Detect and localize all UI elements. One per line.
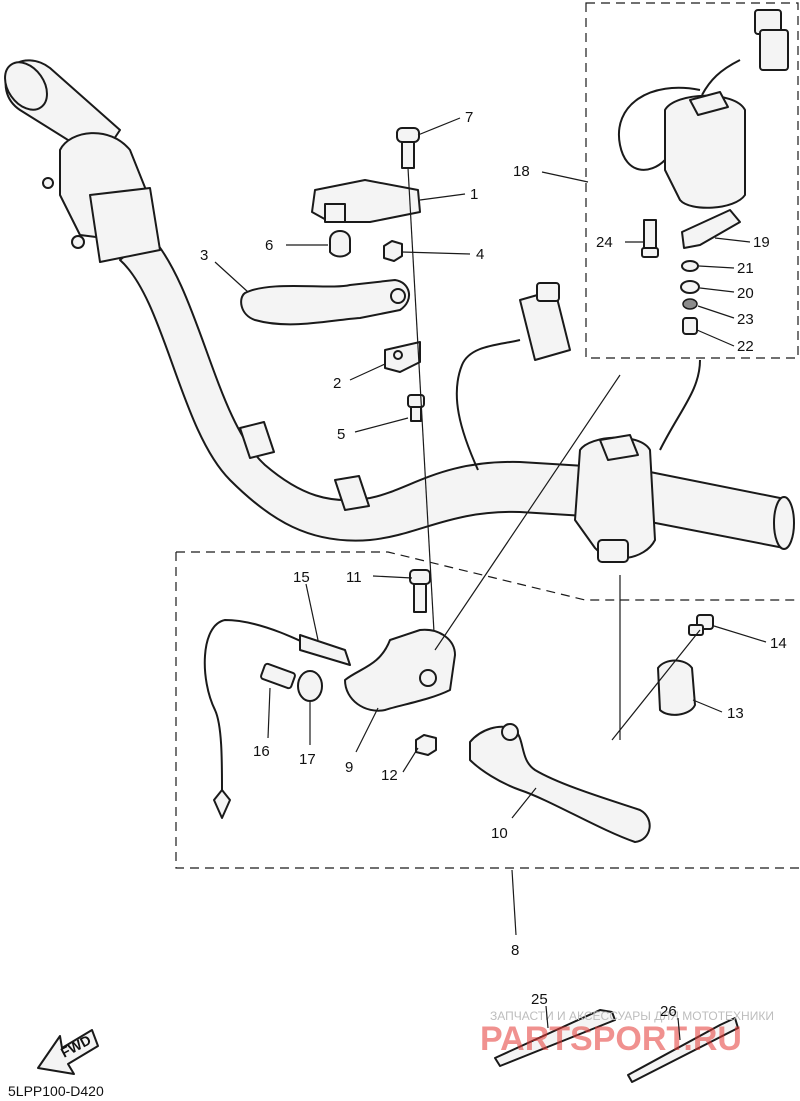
cable-15 <box>203 618 351 819</box>
callout-7: 7 <box>465 109 473 126</box>
inset-lever-box-top <box>176 551 800 601</box>
lever-holder-9 <box>344 628 456 712</box>
callout-22: 22 <box>737 338 754 355</box>
callout-26: 26 <box>660 1003 677 1020</box>
screw-22 <box>682 317 698 335</box>
callout-6: 6 <box>265 237 273 254</box>
clutch-lever-10 <box>469 723 651 843</box>
callout-14: 14 <box>770 635 787 652</box>
callout-2: 2 <box>333 375 341 392</box>
screw-5 <box>407 394 425 422</box>
cap-6 <box>329 230 351 258</box>
callout-12: 12 <box>381 767 398 784</box>
callout-13: 13 <box>727 705 744 722</box>
bolt-11 <box>409 569 431 613</box>
inset-switch-box <box>585 2 799 359</box>
washer-21 <box>681 260 699 272</box>
bracket-2 <box>384 341 421 373</box>
guide-line-a <box>434 374 621 651</box>
callout-8: 8 <box>511 942 519 959</box>
callout-1: 1 <box>470 186 478 203</box>
callout-16: 16 <box>253 743 270 760</box>
callouts: 7 1 6 4 3 2 5 18 24 19 21 20 23 22 11 15 <box>200 109 787 1041</box>
lever-3 <box>240 279 410 326</box>
bolt-14 <box>688 614 714 636</box>
guide-line-b <box>611 629 701 741</box>
watermark-caption: ЗАПЧАСТИ И АКСЕССУАРЫ ДЛЯ МОТОТЕХНИКИ <box>490 1009 774 1023</box>
holder-1 <box>311 179 421 223</box>
watermark: ЗАПЧАСТИ И АКСЕССУАРЫ ДЛЯ МОТОТЕХНИКИ PA… <box>480 1009 774 1058</box>
callout-10: 10 <box>491 825 508 842</box>
right-grip <box>639 469 795 550</box>
handlebar <box>119 234 651 542</box>
callout-11: 11 <box>346 569 362 586</box>
callout-4: 4 <box>476 246 484 263</box>
washer-23 <box>682 298 698 310</box>
bolt-7 <box>396 127 420 169</box>
cable-tie-25 <box>494 1009 616 1067</box>
callout-24: 24 <box>596 234 613 251</box>
callout-25: 25 <box>531 991 548 1008</box>
diagram-code: 5LPP100-D420 <box>8 1083 104 1099</box>
adjuster-16 <box>260 662 296 690</box>
nut-12 <box>415 734 437 756</box>
cable-tie-26 <box>627 1017 739 1083</box>
fwd-arrow: FWD <box>37 1029 99 1075</box>
locknut-17 <box>297 670 323 702</box>
callout-15: 15 <box>293 569 310 586</box>
washer-20 <box>680 280 700 294</box>
callout-18: 18 <box>513 163 530 180</box>
inset-lever-box-bottom <box>175 552 800 869</box>
clamp-13 <box>657 659 696 716</box>
callout-17: 17 <box>299 751 316 768</box>
callout-21: 21 <box>737 260 754 277</box>
callout-20: 20 <box>737 285 754 302</box>
callout-3: 3 <box>200 247 208 264</box>
switch-lead <box>659 359 701 451</box>
callout-19: 19 <box>753 234 770 251</box>
clamp-19 <box>681 209 741 249</box>
switch-assembly-18 <box>617 9 789 209</box>
callout-9: 9 <box>345 759 353 776</box>
bolt-24 <box>641 219 659 258</box>
nut-4 <box>383 240 403 262</box>
callout-23: 23 <box>737 311 754 328</box>
left-switch-connector <box>455 282 571 471</box>
watermark-brand: PARTSPORT.RU <box>480 1020 742 1058</box>
right-switch-housing <box>574 434 656 563</box>
left-grip-assembly <box>4 59 161 263</box>
callout-5: 5 <box>337 426 345 443</box>
